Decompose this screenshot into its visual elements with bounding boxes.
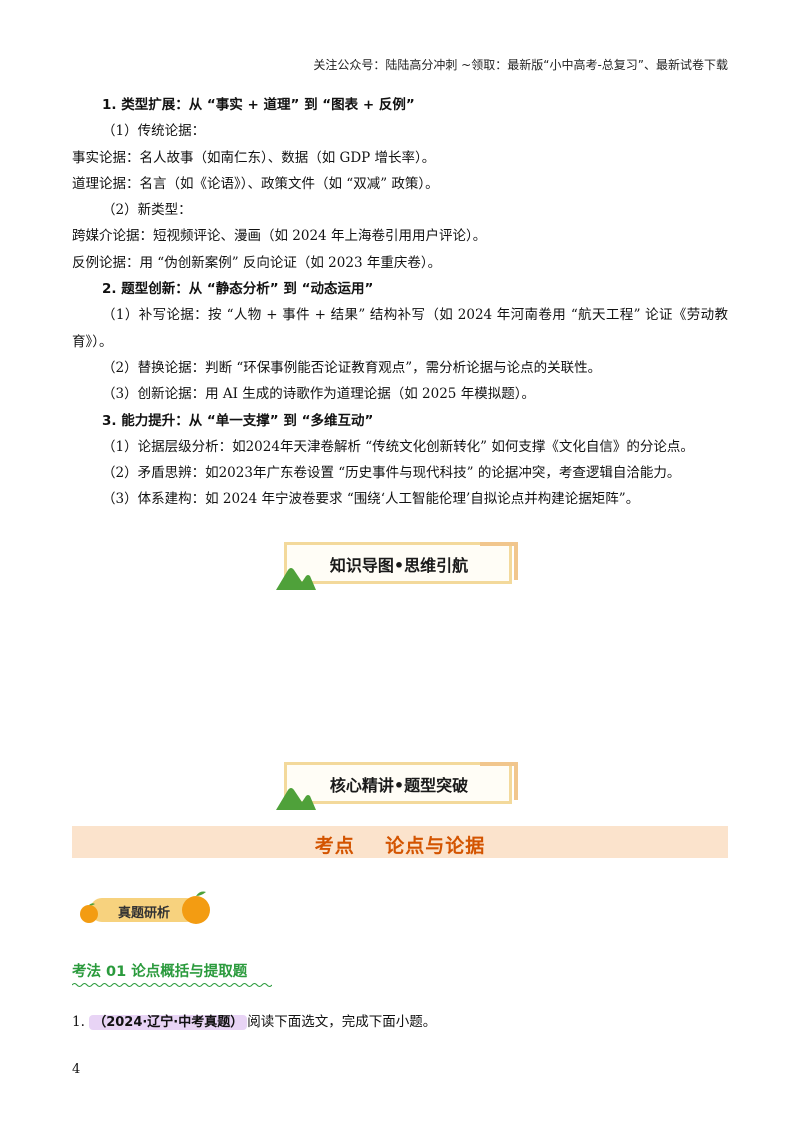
section1-heading: 1. 类型扩展：从 “事实 + 道理” 到 “图表 + 反例” — [102, 97, 415, 113]
badge-body — [90, 898, 198, 922]
banner-corner — [480, 542, 518, 546]
section1-line4: 反例论据：用 “伪创新案例” 反向论证（如 2023 年重庆卷）。 — [72, 254, 442, 271]
banner-corner — [514, 542, 518, 580]
method-title: 考法 01 论点概括与提取题 — [72, 964, 248, 980]
banner-frame — [284, 542, 512, 584]
question-text: 阅读下面选文，完成下面小题。 — [247, 1014, 437, 1030]
core-banner: 核心精讲•题型突破 — [276, 760, 522, 810]
main-content: 1. 类型扩展：从 “事实 + 道理” 到 “图表 + 反例” （1）传统论据：… — [72, 92, 728, 513]
orange-icon — [182, 891, 210, 924]
section3-heading: 3. 能力提升：从 “单一支撑” 到 “多维互动” — [102, 412, 374, 429]
mindmap-banner-title: 知识导图•思维引航 — [329, 556, 469, 575]
question-source-tag: （2024·辽宁·中考真题） — [89, 1015, 248, 1030]
topic-title: 考点 论点与论据 — [314, 835, 486, 857]
hill-icon — [276, 788, 316, 810]
mindmap-banner: 知识导图•思维引航 — [276, 540, 522, 590]
question-number: 1. — [72, 1014, 85, 1030]
topic-bar: 考点 论点与论据 — [72, 826, 728, 858]
banner-corner — [514, 762, 518, 800]
page-number: 4 — [72, 1062, 81, 1077]
page-header: 关注公众号：陆陆高分冲刺 ~领取：最新版“小中高考-总复习”、最新试卷下载 — [313, 58, 728, 72]
section3-item2: （2）矛盾思辨：如2023年广东卷设置 “历史事件与现代科技” 的论据冲突，考查… — [102, 465, 681, 482]
core-banner-title: 核心精讲•题型突破 — [329, 776, 469, 795]
section1-sub2: （2）新类型： — [102, 202, 192, 219]
banner-corner — [480, 762, 518, 766]
section2-heading: 2. 题型创新：从 “静态分析” 到 “动态运用” — [102, 281, 374, 298]
section2-item3: （3）创新论据：用 AI 生成的诗歌作为道理论据（如 2025 年模拟题）。 — [102, 386, 535, 403]
badge-label: 真题研析 — [117, 906, 170, 921]
section2-item1: （1）补写论据：按 “人物 + 事件 + 结果” 结构补写（如 2024 年河南… — [72, 307, 728, 350]
section1-line1: 事实论据：名人故事（如南仁东）、数据（如 GDP 增长率）。 — [72, 149, 436, 166]
section2-item2: （2）替换论据：判断 “环保事例能否论证教育观点”，需分析论据与论点的关联性。 — [102, 359, 602, 376]
section3-item1: （1）论据层级分析：如2024年天津卷解析 “传统文化创新转化” 如何支撑《文化… — [102, 438, 694, 455]
question-1: 1. （2024·辽宁·中考真题）阅读下面选文，完成下面小题。 — [72, 1010, 436, 1030]
banner-frame — [284, 762, 512, 804]
section1-sub1: （1）传统论据： — [102, 123, 206, 140]
section3-item3: （3）体系建构：如 2024 年宁波卷要求 “围绕‘人工智能伦理’自拟论点并构建… — [102, 491, 640, 508]
section1-line3: 跨媒介论据：短视频评论、漫画（如 2024 年上海卷引用用户评论）。 — [72, 228, 487, 245]
wavy-underline — [72, 983, 272, 987]
orange-icon — [80, 903, 98, 923]
section1-line2: 道理论据：名言（如《论语》）、政策文件（如 “双减” 政策）。 — [72, 175, 439, 192]
hill-icon — [276, 568, 316, 590]
real-exam-badge: 真题研析 — [76, 888, 212, 930]
